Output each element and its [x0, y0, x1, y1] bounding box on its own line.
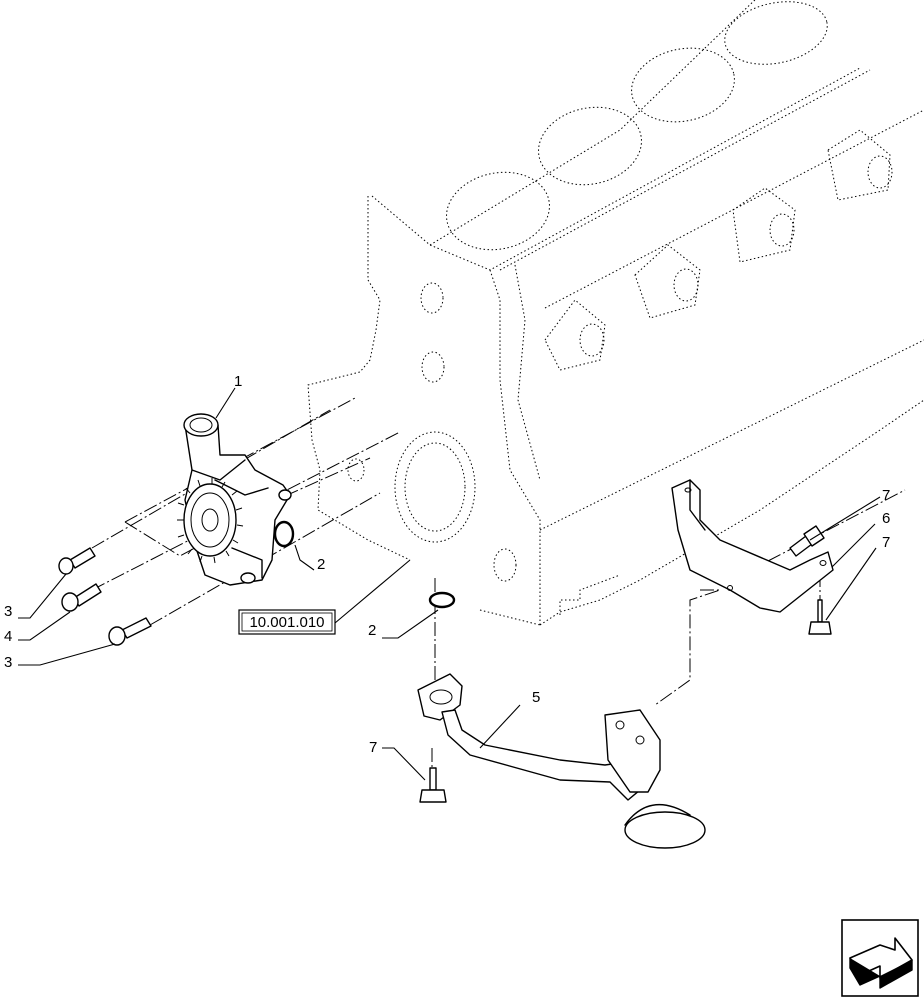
callout-7-upper: 7: [882, 487, 890, 504]
callout-3-lower: 3: [4, 654, 12, 671]
bolt-7-lower: [808, 599, 832, 635]
reference-box-label: 10.001.010: [249, 614, 324, 631]
bolt-4: [61, 583, 102, 612]
reference-box[interactable]: 10.001.010: [238, 609, 336, 635]
callout-5: 5: [532, 689, 540, 706]
engine-block-outline: [307, 0, 924, 626]
oil-suction-tube: [417, 673, 706, 849]
callout-6: 6: [882, 510, 890, 527]
next-page-arrow-icon[interactable]: [841, 919, 919, 997]
callout-7-lower: 7: [882, 534, 890, 551]
callout-2-tube: 2: [368, 622, 376, 639]
callout-1: 1: [234, 373, 242, 390]
pump-gear: [177, 478, 244, 564]
bolt-3-upper: [58, 547, 96, 575]
callout-leaders: [18, 387, 881, 781]
o-ring-tube: [428, 591, 456, 609]
callout-7-tube: 7: [369, 739, 377, 756]
bolt-7-tube: [419, 767, 447, 803]
callout-3-upper: 3: [4, 603, 12, 620]
bolt-3-lower: [108, 617, 152, 646]
bolt-7-upper: [789, 525, 825, 557]
callout-2-pump: 2: [317, 556, 325, 573]
oil-pump: [177, 413, 292, 586]
o-ring-pump: [273, 520, 295, 548]
bracket: [671, 479, 834, 613]
callout-4: 4: [4, 628, 12, 645]
